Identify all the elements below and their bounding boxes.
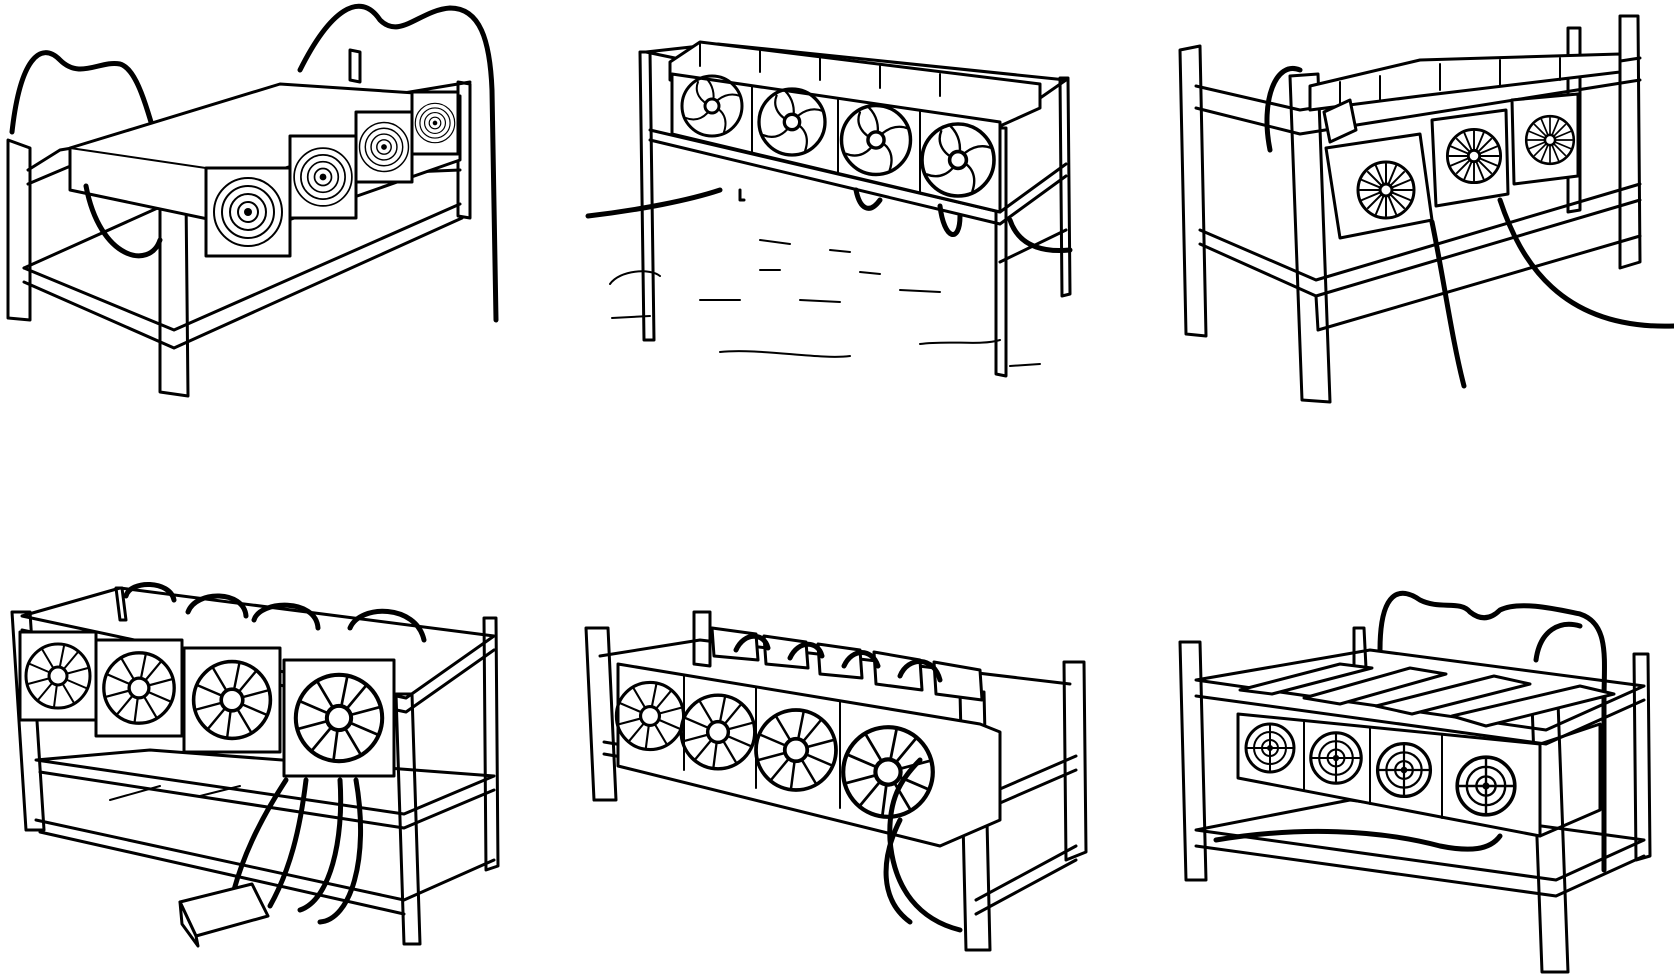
mining-rig-6 bbox=[1178, 590, 1652, 974]
mining-rig-5 bbox=[584, 610, 1088, 952]
mining-rig-3 bbox=[1178, 14, 1674, 404]
mining-rig-4 bbox=[10, 582, 500, 948]
mining-rig-1 bbox=[6, 3, 499, 398]
mining-rig-2 bbox=[585, 40, 1073, 378]
